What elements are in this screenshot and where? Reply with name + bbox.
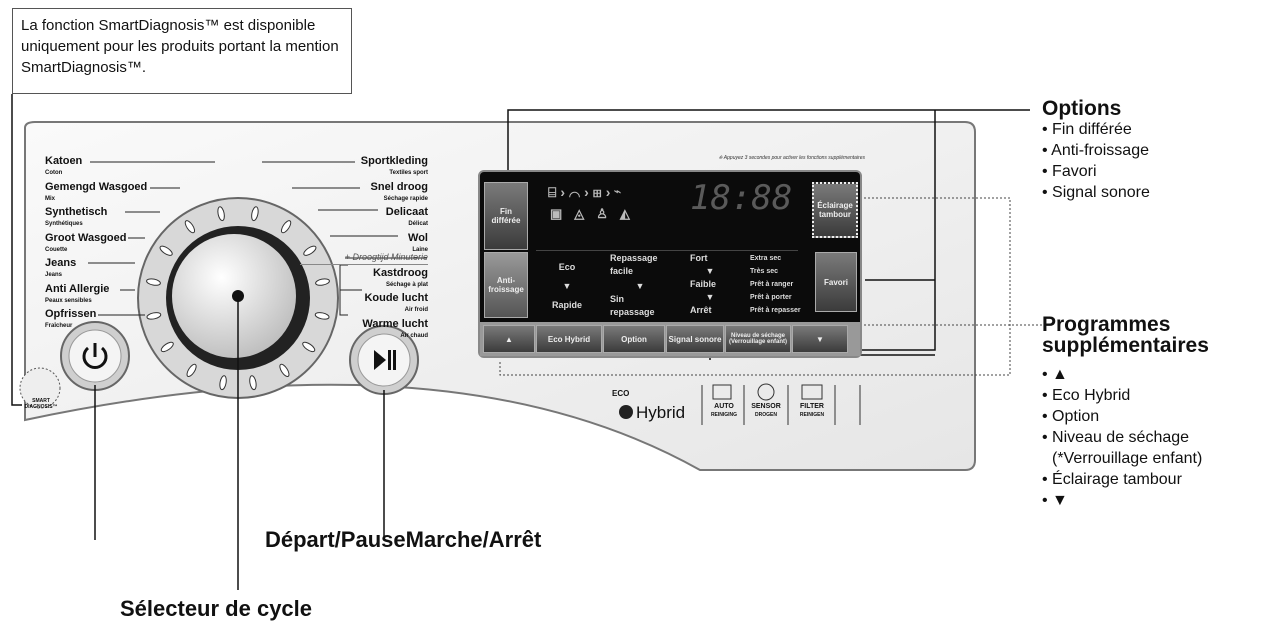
smartdiagnosis-callout: La fonction SmartDiagnosis™ est disponib… xyxy=(12,8,352,94)
dial-led xyxy=(280,220,292,234)
programmes-legend: Programmes supplémentaires • ▲ • Eco Hyb… xyxy=(1042,314,1209,511)
up-button[interactable]: ▲ xyxy=(483,325,535,353)
dial-led xyxy=(302,341,316,353)
start-pause-label: Départ/PauseMarche/Arrêt xyxy=(265,527,542,552)
cycle-stage-icons: ⌸›⌒›⊞›⌁ xyxy=(548,184,625,200)
eco-label: ECO xyxy=(612,389,630,398)
options-item: • Signal sonore xyxy=(1042,184,1150,201)
eclairage-tambour-button[interactable]: Éclairage tambour xyxy=(812,182,858,238)
sensor-dry-icon xyxy=(757,383,775,401)
dial-led xyxy=(279,363,290,378)
programmes-item: • Éclairage tambour xyxy=(1042,471,1182,488)
eco-hybrid-button[interactable]: Eco Hybrid xyxy=(536,325,602,353)
options-item: • Fin différée xyxy=(1042,121,1132,138)
hold-hint: ※ Appuyez 3 secondes pour activer les fo… xyxy=(718,155,865,161)
smart-diagnosis-icon xyxy=(19,367,61,409)
programmes-item: • ▼ xyxy=(1042,492,1068,509)
filter-clean-icon xyxy=(801,384,823,400)
options-legend: Options • Fin différée • Anti-froissage … xyxy=(1042,98,1150,203)
programmes-item: • Niveau de séchage xyxy=(1042,429,1190,446)
hybrid-logo-icon xyxy=(619,405,633,419)
programmes-item: • ▲ xyxy=(1042,366,1068,383)
hybrid-label: Hybrid xyxy=(636,403,686,422)
dial-led xyxy=(146,278,161,286)
control-display: Fin différée Anti-froissage ⌸›⌒›⊞›⌁ ▣◬♙◭… xyxy=(478,170,862,358)
repassage-column: Repassage facile▼Sin repassage xyxy=(610,253,658,317)
down-button[interactable]: ▼ xyxy=(792,325,848,353)
dial-led xyxy=(251,206,259,222)
dial-led xyxy=(159,245,173,256)
options-item: • Anti-froissage xyxy=(1042,142,1149,159)
dial-led xyxy=(219,375,227,391)
status-icons: ▣◬♙◭ xyxy=(550,206,642,221)
smart-diagnosis-label: SMART DIAGNOSIS™ xyxy=(24,398,58,410)
dial-led xyxy=(184,220,196,234)
bottom-button-row: ▲ Eco Hybrid Option Signal sonore Niveau… xyxy=(480,322,860,356)
programmes-title: Programmes xyxy=(1042,313,1171,336)
signal-sonore-button[interactable]: Signal sonore xyxy=(666,325,724,353)
programmes-item: (*Verrouillage enfant) xyxy=(1052,450,1203,467)
option-button[interactable]: Option xyxy=(603,325,665,353)
niveau-sechage-button[interactable]: Niveau de séchage (Verrouillage enfant) xyxy=(725,325,791,353)
droogtijd-label: + Droogtijd Minuterie xyxy=(300,252,428,265)
dial-led xyxy=(249,375,257,391)
dial-led xyxy=(303,245,317,256)
options-title: Options xyxy=(1042,97,1122,120)
programmes-item: • Eco Hybrid xyxy=(1042,387,1131,404)
dial-led xyxy=(160,341,174,353)
dial-led xyxy=(217,206,225,222)
fin-differee-button[interactable]: Fin différée xyxy=(484,182,528,250)
time-display: 18:88 xyxy=(690,178,793,218)
dial-led xyxy=(186,363,197,378)
eco-rapide-column: Eco▼Rapide xyxy=(551,262,582,310)
auto-clean-icon xyxy=(712,384,732,400)
programmes-item: • Option xyxy=(1042,408,1100,425)
dial-led xyxy=(314,312,330,320)
programmes-title-2: supplémentaires xyxy=(1042,334,1209,357)
favori-button[interactable]: Favori xyxy=(815,252,857,312)
cycle-selector-label: Sélecteur de cycle xyxy=(120,596,313,621)
dial-led xyxy=(146,312,162,320)
spin-column: Fort▼Faible▼Arrêt xyxy=(690,253,717,315)
anti-froissage-button[interactable]: Anti-froissage xyxy=(484,252,528,318)
dial-led xyxy=(315,278,330,286)
dial-leds xyxy=(146,206,330,391)
options-item: • Favori xyxy=(1042,163,1097,180)
